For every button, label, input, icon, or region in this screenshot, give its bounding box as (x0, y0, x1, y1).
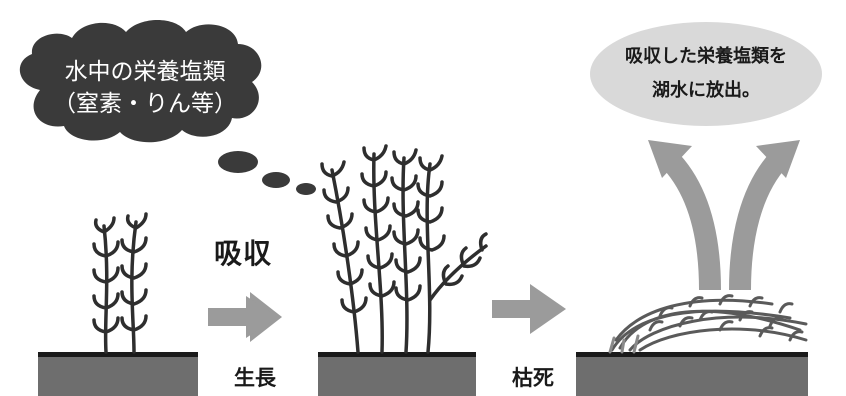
ground-block-3 (576, 356, 808, 396)
grown-plants (320, 144, 488, 354)
arrow-absorb (208, 292, 282, 342)
thought-bubble-large (218, 151, 258, 173)
cloud-line-1: 水中の栄養塩類 (64, 59, 226, 85)
release-ellipse (590, 22, 822, 126)
release-line-2: 湖水に放出。 (652, 80, 760, 101)
cloud-line-2: （窒素・りん等） (53, 91, 237, 117)
release-line-1: 吸収した栄養塩類を (625, 46, 787, 67)
release-arrows (648, 140, 800, 291)
cloud-text: 水中の栄養塩類 （窒素・りん等） (40, 56, 250, 120)
absorb-label: 吸収 (214, 237, 273, 270)
ground-blocks (38, 352, 808, 396)
thought-cloud (19, 20, 316, 195)
ground-block-2 (318, 356, 476, 396)
death-label: 枯死 (512, 366, 554, 390)
dead-plants (608, 294, 808, 354)
ground-block-1 (38, 356, 198, 396)
young-plants (92, 212, 148, 354)
thought-bubble-medium (262, 172, 290, 188)
release-text: 吸収した栄養塩類を 湖水に放出。 (600, 40, 812, 108)
arrow-death (492, 284, 566, 334)
growth-label: 生長 (234, 366, 276, 390)
thought-bubble-small (296, 183, 316, 195)
